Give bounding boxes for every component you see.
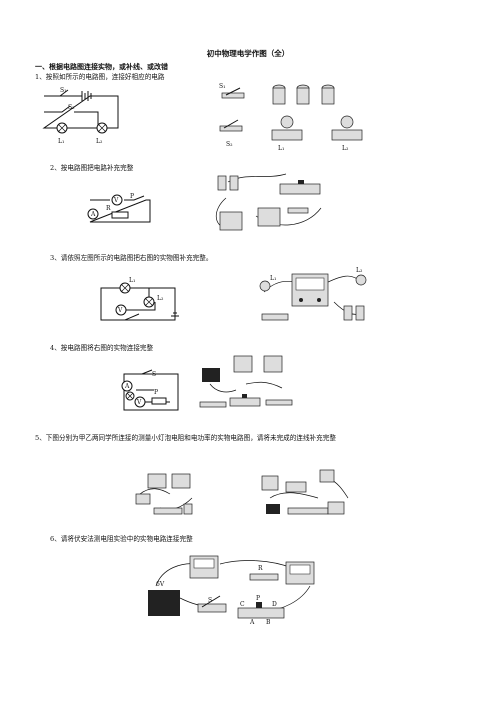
q6-s-label: S [208,597,212,604]
question-5-text: 5、下图分别为甲乙两同学所连接的测量小灯泡电阻和电功率的实物电路图，请将未完成的… [35,434,336,442]
q1-l1-label: L₁ [58,138,64,145]
question-1-text: 1、按照如所示的电路图，连接好相应的电路 [35,73,165,81]
q4-p-label: P [154,389,158,396]
q4-v-label: V [136,399,142,406]
q2-real-components [215,173,322,231]
q3-real-l1-label: L₁ [270,275,276,282]
q2-r-label: R [106,205,111,212]
q1-real-components: S₁ S₂ L₁ L₂ [219,83,363,152]
q1-battery-cells [272,84,335,105]
q6-c-label: C [240,601,245,608]
q1-real-l2-label: L₂ [342,145,349,152]
page-title: 初中物理电学作图（全） [206,49,290,58]
q1-s2-label: S₂ [68,104,75,111]
q6-d-label: D [272,601,277,608]
question-4-text: 4、按电路图将右图的实物连接完整 [50,344,154,352]
q5-circuit-left [135,473,193,515]
q4-real-components [199,355,293,408]
q6-p-label: P [256,595,260,602]
q1-real-s2-label: S₂ [226,141,233,148]
q3-l1-label: L₁ [129,277,135,284]
q4-circuit-diagram: A V P S [121,369,179,411]
q4-a-label: A [124,383,130,390]
q3-v-label: V [117,307,123,314]
q3-real-components: L₁ L₂ [259,267,367,321]
question-2-text: 2、按电路图把电路补充完整 [50,164,134,172]
q3-l2-label: L₂ [157,295,164,302]
q5-circuit-right [261,469,349,515]
q6-r-label: R [258,565,263,572]
q1-l2-label: L₂ [96,138,103,145]
q6-6v-label: 6V [156,581,165,588]
q1-circuit-diagram: S₁ S₂ L₁ L₂ [42,87,119,145]
q3-real-l2-label: L₂ [356,267,363,274]
question-6-text: 6、请将伏安法测电阻实验中的实物电路连接完整 [50,535,193,543]
q2-v-label: V [113,197,119,204]
q1-s1-label: S₁ [60,87,67,94]
q1-lamps [271,115,363,141]
q6-b-label: B [266,619,271,626]
q4-s-label: S [152,371,156,378]
section-heading: 一、根据电路图连接实物，或补线、或改错 [35,62,168,71]
q1-real-l1-label: L₁ [278,145,284,152]
q2-a-label: A [90,211,96,218]
q1-real-s1-label: S₁ [219,83,226,90]
q6-a-label: A [249,619,255,626]
q3-circuit-diagram: L₁ L₂ V [100,277,179,321]
q6-circuit-components: 6V R S C P D A B [148,555,315,626]
q2-circuit-diagram: V A P R [87,193,151,223]
q2-p-label: P [130,193,134,200]
question-3-text: 3、请依照左图所示的电路图把右图的实物图补充完整。 [50,254,213,262]
